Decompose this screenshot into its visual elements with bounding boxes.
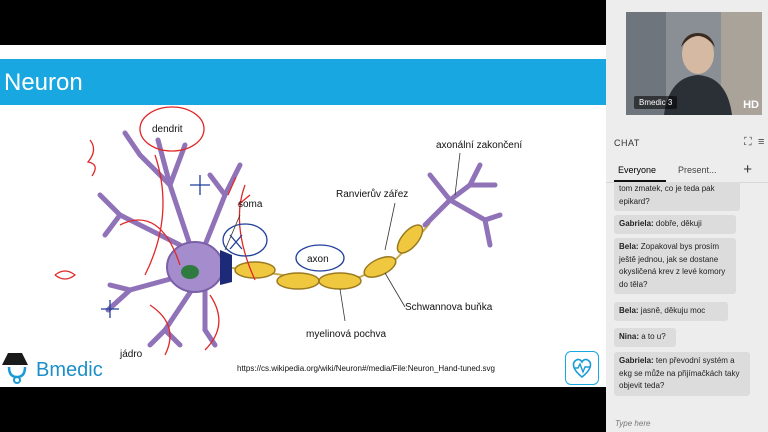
blue-annotations xyxy=(101,175,345,318)
chat-message: Gabriela: ten převodní systém a ekg se m… xyxy=(614,352,750,396)
chat-tabs: Everyone Present... + xyxy=(606,160,768,183)
axon-hillock xyxy=(220,250,232,285)
neuron-diagram: dendrit soma axon jádro myelinová pochva… xyxy=(54,106,522,360)
message-sender: Bela: xyxy=(619,242,639,251)
label-axon: axon xyxy=(307,254,329,265)
plus-icon[interactable]: + xyxy=(743,161,752,178)
myelin-sheaths xyxy=(234,224,424,290)
chat-message: Bela: Zopakoval bys prosím ještě jednou,… xyxy=(614,238,736,294)
message-text: tom zmatek, co je teda pak epikard? xyxy=(619,184,715,206)
message-text: ten převodní systém a ekg se může na při… xyxy=(619,356,740,390)
expand-icon[interactable]: ⛶ xyxy=(744,136,752,148)
stethoscope-icon xyxy=(2,353,28,384)
message-text: Zopakoval bys prosím ještě jednou, jak s… xyxy=(619,242,726,289)
slide-area: Neuron xyxy=(0,45,606,387)
label-myelin: myelinová pochva xyxy=(306,329,386,340)
heart-pulse-icon xyxy=(572,358,592,379)
participant-video[interactable]: Bmedic 3 HD xyxy=(626,12,762,115)
label-ranvier: Ranvierův zářez xyxy=(336,188,408,200)
slide-header-bar: Neuron xyxy=(0,59,606,105)
participant-name: Bmedic 3 xyxy=(634,96,678,109)
label-terminal: axonální zakončení xyxy=(436,140,522,151)
red-annotations xyxy=(54,106,256,356)
label-pointers xyxy=(224,152,461,322)
chat-messages[interactable]: tom zmatek, co je teda pak epikard? Gabr… xyxy=(606,182,768,400)
label-soma: soma xyxy=(238,199,263,210)
label-dendrit: dendrit xyxy=(152,124,183,135)
message-text: dobře, děkuji xyxy=(655,219,702,228)
active-tab-indicator xyxy=(614,180,666,182)
logo-prefix: B xyxy=(36,359,50,381)
chat-message: tom zmatek, co je teda pak epikard? xyxy=(614,182,740,211)
tab-presenters[interactable]: Present... xyxy=(678,165,717,175)
message-sender: Gabriela: xyxy=(619,219,654,228)
tab-everyone[interactable]: Everyone xyxy=(618,165,657,175)
slide-title: Neuron xyxy=(4,69,83,96)
right-panel: Bmedic 3 HD CHAT ⛶ ≡ Everyone Present...… xyxy=(606,0,768,432)
menu-icon[interactable]: ≡ xyxy=(758,136,765,148)
label-jadro: jádro xyxy=(119,349,143,360)
message-text: a to u? xyxy=(641,332,666,341)
nucleus xyxy=(181,265,199,279)
chat-message: Bela: jasně, děkuju moc xyxy=(614,302,728,321)
bmedic-logo: Bmedic xyxy=(2,351,122,387)
message-sender: Gabriela: xyxy=(619,356,654,365)
chat-message: Gabriela: dobře, děkuji xyxy=(614,215,736,234)
message-text: jasně, děkuju moc xyxy=(640,306,706,315)
axon-terminal xyxy=(422,162,503,248)
heart-pulse-button[interactable] xyxy=(565,351,599,385)
chat-input[interactable]: Type here xyxy=(615,419,651,428)
hd-badge: HD xyxy=(743,99,759,111)
dendrites xyxy=(97,130,243,348)
chat-message: Nina: a to u? xyxy=(614,328,676,347)
label-schwann: Schwannova buňka xyxy=(405,302,493,313)
logo-text: Bmedic xyxy=(36,359,103,382)
logo-rest: medic xyxy=(49,359,103,381)
message-sender: Nina: xyxy=(619,332,639,341)
message-sender: Bela: xyxy=(619,306,639,315)
source-url: https://cs.wikipedia.org/wiki/Neuron#/me… xyxy=(237,364,495,373)
chat-header: CHAT xyxy=(614,138,640,148)
